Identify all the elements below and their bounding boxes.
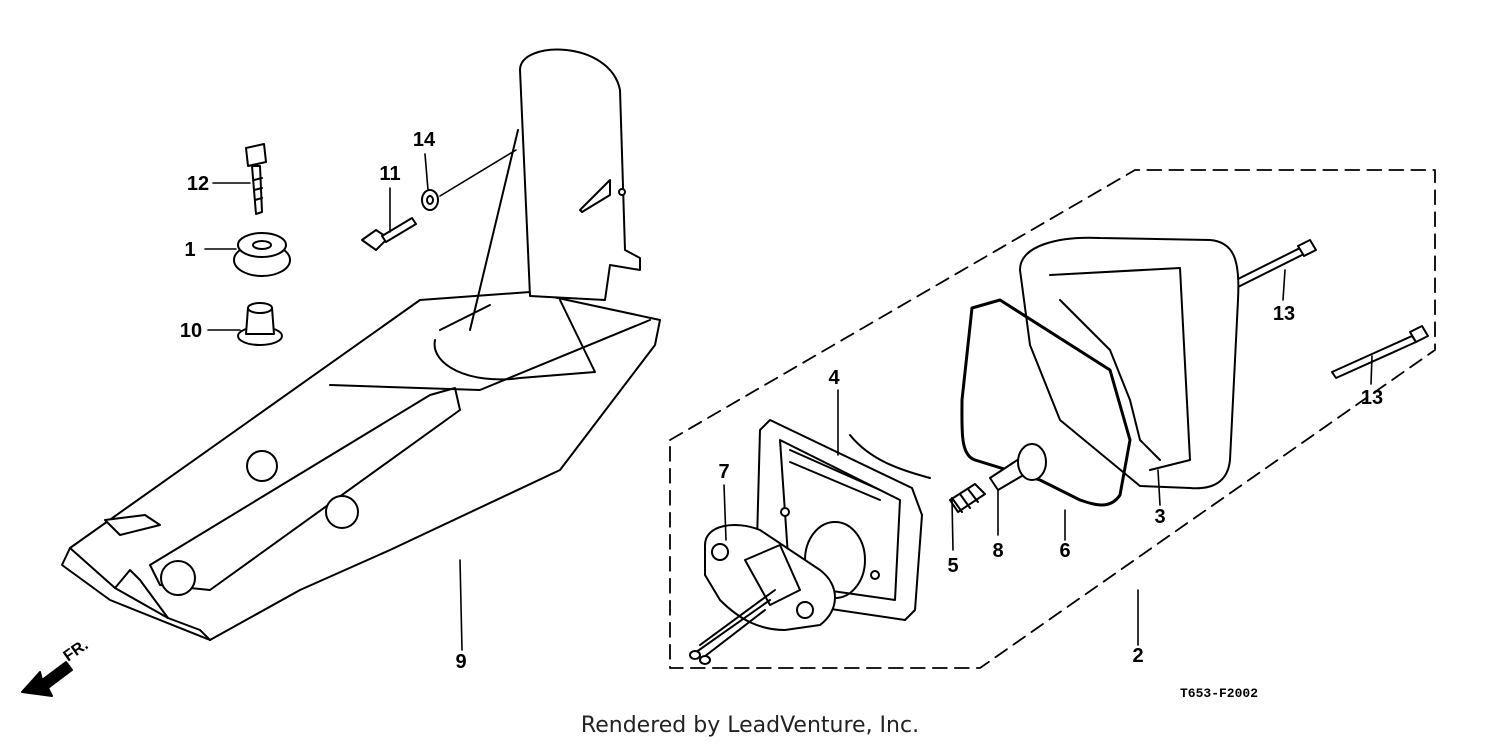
label-part-6: 6 <box>1059 540 1070 562</box>
label-part-5: 5 <box>947 555 958 577</box>
label-part-1: 1 <box>184 239 195 261</box>
front-direction-arrow-icon <box>21 661 73 697</box>
label-part-3: 3 <box>1154 506 1165 528</box>
bolt-11 <box>361 217 417 251</box>
assembly-outline <box>669 169 1436 669</box>
label-part-10: 10 <box>180 320 202 342</box>
bulb-8 <box>989 443 1047 491</box>
label-part-14: 14 <box>413 129 436 151</box>
label-part-12: 12 <box>187 173 209 195</box>
grommet-1 <box>233 232 291 277</box>
spring-5 <box>949 483 986 513</box>
diagram-code: T653-F2002 <box>1180 686 1258 701</box>
bolt-12 <box>245 143 267 215</box>
socket-plate-7 <box>689 524 836 665</box>
tray-bracket <box>61 48 661 641</box>
label-part-7: 7 <box>718 461 729 483</box>
lens-3 <box>1019 236 1240 490</box>
label-part-13-upper: 13 <box>1273 303 1295 325</box>
label-part-9: 9 <box>455 651 466 673</box>
credit-line: Rendered by LeadVenture, Inc. <box>580 713 920 738</box>
label-part-11: 11 <box>379 163 400 185</box>
label-part-4: 4 <box>828 367 840 389</box>
front-direction-label: FR. <box>61 637 92 666</box>
label-part-13-lower: 13 <box>1361 387 1383 409</box>
collar-10 <box>237 302 283 346</box>
bolt-13-lower <box>1331 325 1429 379</box>
label-part-8: 8 <box>992 540 1003 562</box>
washer-14 <box>421 189 439 211</box>
label-part-2: 2 <box>1132 645 1143 667</box>
gasket-6 <box>960 298 1132 507</box>
leader-lines <box>204 149 1373 651</box>
